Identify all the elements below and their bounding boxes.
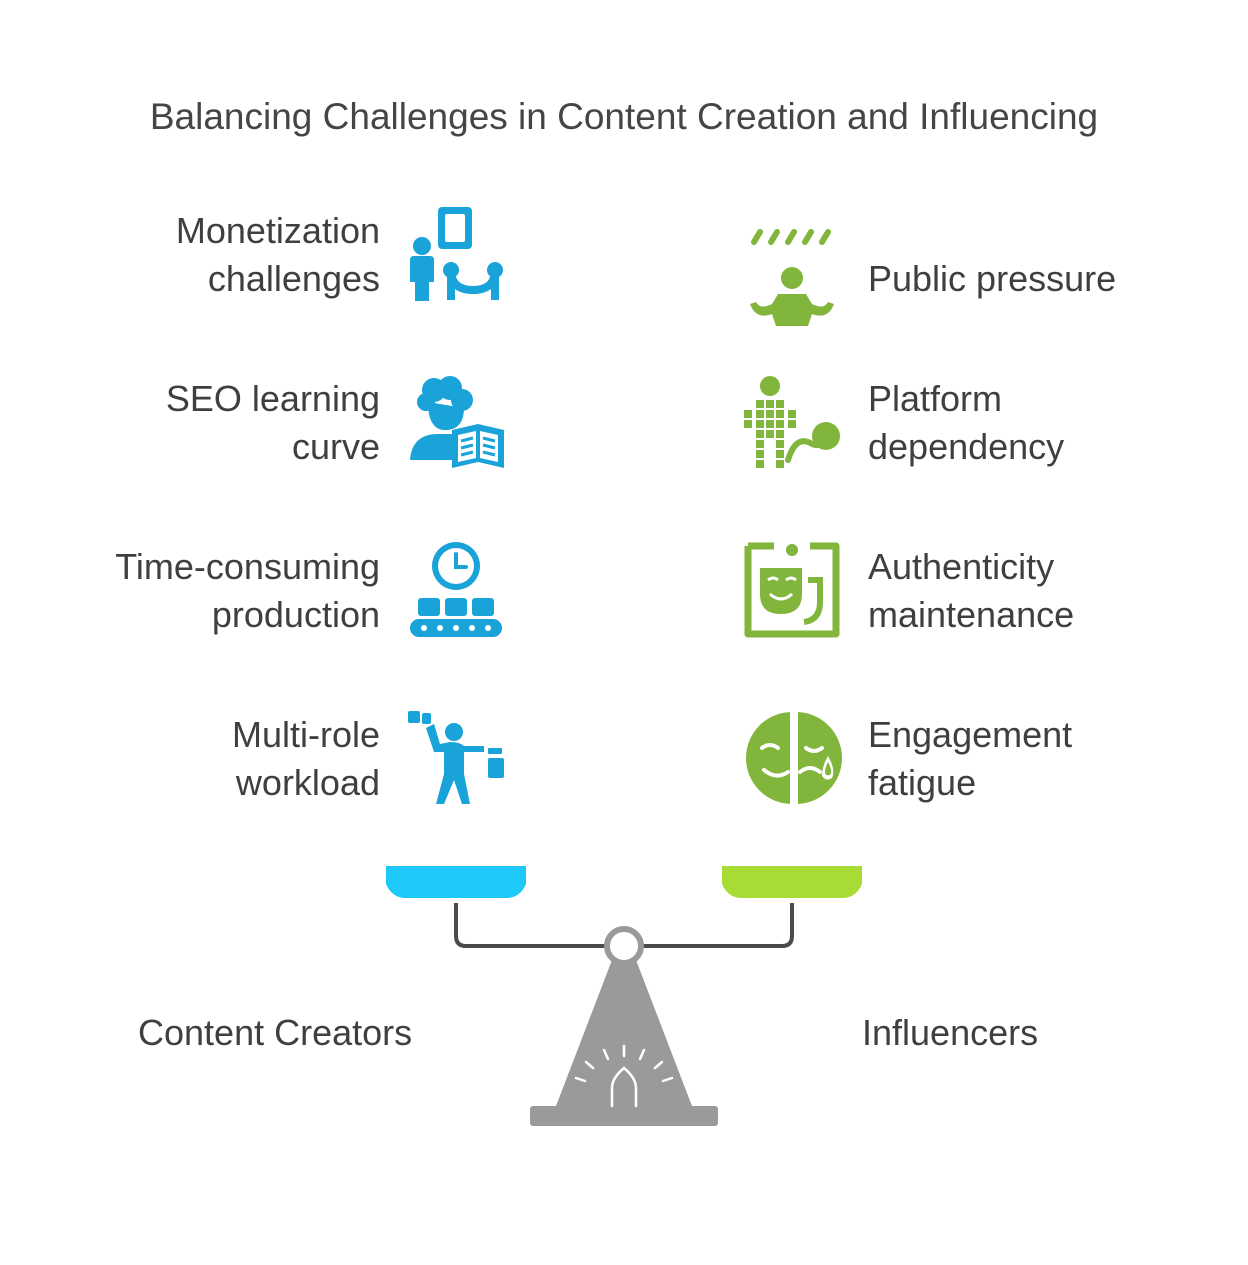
rain-pressure-icon [750,229,834,326]
left-pan [386,866,526,898]
tethered-person-icon [744,376,840,468]
scale-pivot [604,926,644,966]
mask-frame-icon [744,542,840,638]
scale-stand [556,960,692,1106]
reading-person-icon [410,376,504,468]
right-item-authenticity: Authenticity maintenance [868,546,1075,635]
diagram-title: Balancing Challenges in Content Creation… [149,96,1099,137]
conveyor-clock-icon [410,542,502,637]
right-beam [642,903,794,948]
right-pan [722,866,862,898]
right-item-engagement: Engagement fatigue [868,714,1073,803]
light-icon [574,1044,674,1108]
tired-face-icon [746,710,842,806]
left-item-production: Time-consuming production [115,546,380,635]
scale-base [530,1106,718,1126]
left-beam [454,903,606,948]
left-item-seo: SEO learning curve [165,378,380,467]
left-group-label: Content Creators [138,1012,413,1053]
juggling-person-icon [408,711,504,804]
right-group-label: Influencers [862,1012,1039,1053]
right-item-public-pressure: Public pressure [868,258,1117,299]
left-item-monetization: Monetization challenges [175,210,380,299]
right-item-platform: Platform dependency [868,378,1065,467]
monetization-icon [410,207,503,301]
left-item-workload: Multi-role workload [231,714,380,803]
